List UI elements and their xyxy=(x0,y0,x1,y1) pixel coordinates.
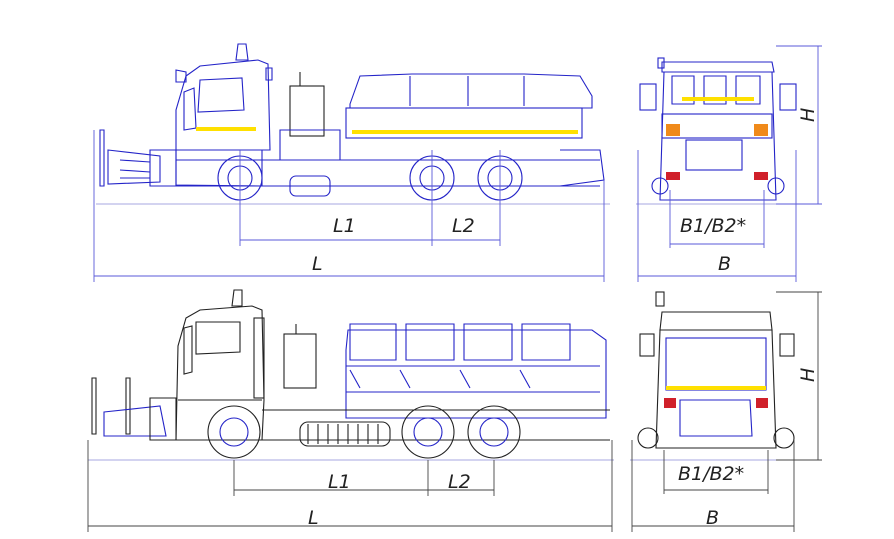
dim-l1-bottom: L1 xyxy=(328,471,351,493)
rear-stripe-top xyxy=(682,97,754,101)
rear-lamp-right xyxy=(754,124,768,136)
bottom-side-view xyxy=(88,289,614,461)
tail-lamp-left xyxy=(666,172,680,180)
dim-l2-top: L2 xyxy=(452,215,475,237)
dim-l2-bottom: L2 xyxy=(448,471,471,493)
cab-stripe xyxy=(196,127,256,131)
dim-l-bottom: L xyxy=(308,507,319,529)
dim-b-bottom: B xyxy=(706,507,719,529)
rear-lamp-bottom-right xyxy=(756,398,768,408)
bottom-rear-dimensions: B1/B2* B H xyxy=(631,291,822,532)
rear-lamp-bottom-left xyxy=(664,398,676,408)
dim-h-bottom: H xyxy=(797,368,819,382)
tail-lamp-right xyxy=(754,172,768,180)
rear-stripe-bottom xyxy=(666,386,766,390)
top-rear-view xyxy=(636,57,820,205)
bottom-side-dimensions: L1 L2 L xyxy=(87,440,613,532)
dim-l1-top: L1 xyxy=(333,215,356,237)
top-side-view xyxy=(96,43,610,205)
rear-lamp-left xyxy=(666,124,680,136)
body-stripe xyxy=(352,130,578,134)
dim-l-top: L xyxy=(312,253,323,275)
bottom-rear-view xyxy=(630,291,820,461)
top-side-dimensions: L1 L2 L xyxy=(93,130,605,282)
dim-b-top: B xyxy=(718,253,731,275)
dim-h-top: H xyxy=(797,108,819,122)
top-rear-dimensions: B1/B2* B H xyxy=(637,45,822,282)
dim-b1b2-top: B1/B2* xyxy=(680,215,746,237)
dim-b1b2-bottom: B1/B2* xyxy=(678,463,744,485)
